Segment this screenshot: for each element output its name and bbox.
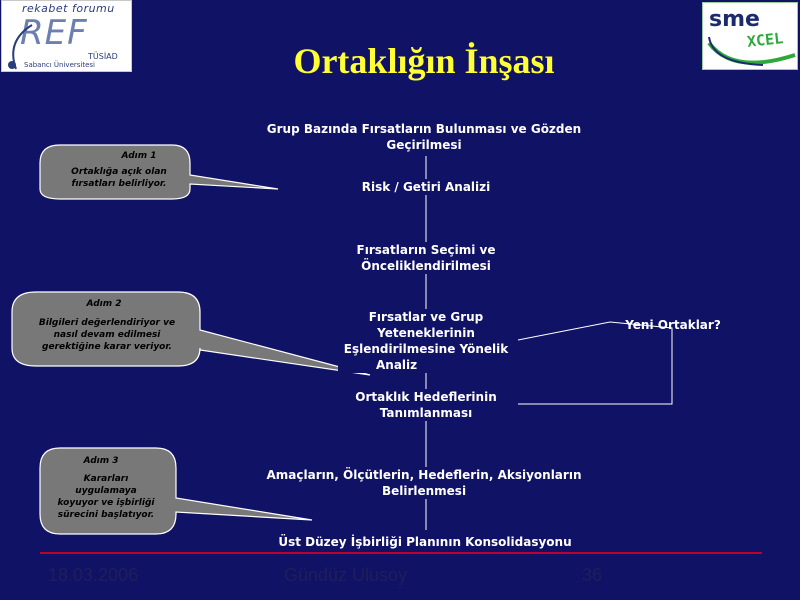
callout-step-2: Adım 2 Bilgileri değerlendiriyor ve nası… xyxy=(24,298,190,353)
flow-step-4-line-4: Analiz xyxy=(376,358,418,372)
ref-logo-university-text: Sabancı Üniversitesi xyxy=(24,61,95,69)
flow-step-1-line-2: Geçirilmesi xyxy=(386,138,462,152)
callout-step-2-line-3: gerektiğine karar veriyor. xyxy=(42,342,172,352)
flow-step-4-line-3: Eşlendirilmesine Yönelik xyxy=(343,342,509,356)
callout-step-2-title: Adım 2 xyxy=(86,299,122,309)
flow-step-6-line-1: Amaçların, Ölçütlerin, Hedeflerin, Aksiy… xyxy=(266,468,582,482)
callout-step-2-line-2: nasıl devam edilmesi xyxy=(53,330,161,340)
ref-logo-arc-icon xyxy=(8,24,33,70)
callout-step-3-line-3: koyuyor ve işbirliği xyxy=(57,498,155,508)
flow-step-5-line-2: Tanımlanması xyxy=(379,406,473,420)
sme-xcel-logo: sme XCEL xyxy=(702,2,798,70)
footer-author: Gündüz Ulusoy xyxy=(284,565,408,585)
flow-step-4: Fırsatlar ve Grup Yeteneklerinin Eşlendi… xyxy=(338,309,514,373)
callout-step-1-title: Adım 1 xyxy=(121,151,157,161)
ref-logo-wordmark: REF xyxy=(20,13,88,53)
ref-logo-tusiad-text: TÜSİAD xyxy=(88,52,118,61)
ref-logo: rekabet forumu REF TÜSİAD Sabancı Üniver… xyxy=(1,0,132,72)
flow-step-6-line-2: Belirlenmesi xyxy=(381,484,467,498)
flow-step-1-line-1: Grup Bazında Fırsatların Bulunması ve Gö… xyxy=(266,122,582,136)
sme-logo-swoosh-icon xyxy=(707,36,796,66)
flow-step-7: Üst Düzey İşbirliği Planının Konsolidasy… xyxy=(272,534,578,550)
flow-step-2: Risk / Getiri Analizi xyxy=(346,179,506,195)
flow-step-2-line-1: Risk / Getiri Analizi xyxy=(361,180,491,194)
callout-step-3: Adım 3 Kararları uygulamaya koyuyor ve i… xyxy=(46,455,166,521)
flow-step-1: Grup Bazında Fırsatların Bulunması ve Gö… xyxy=(262,121,586,153)
flow-step-3-line-2: Önceliklendirilmesi xyxy=(361,259,491,273)
flow-step-6: Amaçların, Ölçütlerin, Hedeflerin, Aksiy… xyxy=(264,467,584,499)
callout-step-3-shape xyxy=(39,447,313,535)
sme-logo-word: sme xyxy=(709,7,760,32)
callout-step-1-line-1: Ortaklığa açık olan xyxy=(71,167,167,177)
footer-divider xyxy=(40,552,762,554)
page-title: Ortaklığın İnşası xyxy=(293,41,555,81)
flow-step-3: Fırsatların Seçimi ve Önceliklendirilmes… xyxy=(346,242,506,274)
footer-page-number: 36 xyxy=(582,565,603,585)
callout-step-2-shape xyxy=(11,291,371,376)
flow-step-5: Ortaklık Hedeflerinin Tanımlanması xyxy=(346,389,506,421)
new-partners-connector xyxy=(517,321,673,405)
footer-date: 18.03.2006 xyxy=(48,565,139,585)
callout-step-3-line-4: sürecini başlatıyor. xyxy=(57,510,155,520)
callout-step-3-line-2: uygulamaya xyxy=(75,486,137,496)
callout-step-3-line-1: Kararları xyxy=(83,474,129,484)
new-partners-note: Yeni Ortaklar? xyxy=(625,318,721,332)
flow-step-4-line-2: Yeteneklerinin xyxy=(377,326,475,340)
callout-step-1: Adım 1 Ortaklığa açık olan fırsatları be… xyxy=(52,150,186,190)
flow-step-5-line-1: Ortaklık Hedeflerinin xyxy=(355,390,497,404)
callout-step-3-title: Adım 3 xyxy=(83,456,119,466)
callout-step-2-line-1: Bilgileri değerlendiriyor ve xyxy=(38,318,176,328)
flow-step-4-line-1: Fırsatlar ve Grup xyxy=(368,310,484,324)
callout-step-1-line-2: fırsatları belirliyor. xyxy=(71,179,167,189)
flow-step-7-line-1: Üst Düzey İşbirliği Planının Konsolidasy… xyxy=(278,535,572,549)
flow-step-3-line-1: Fırsatların Seçimi ve xyxy=(356,243,496,257)
ref-logo-top-text: rekabet forumu xyxy=(22,2,115,15)
callout-step-1-shape xyxy=(39,144,279,200)
